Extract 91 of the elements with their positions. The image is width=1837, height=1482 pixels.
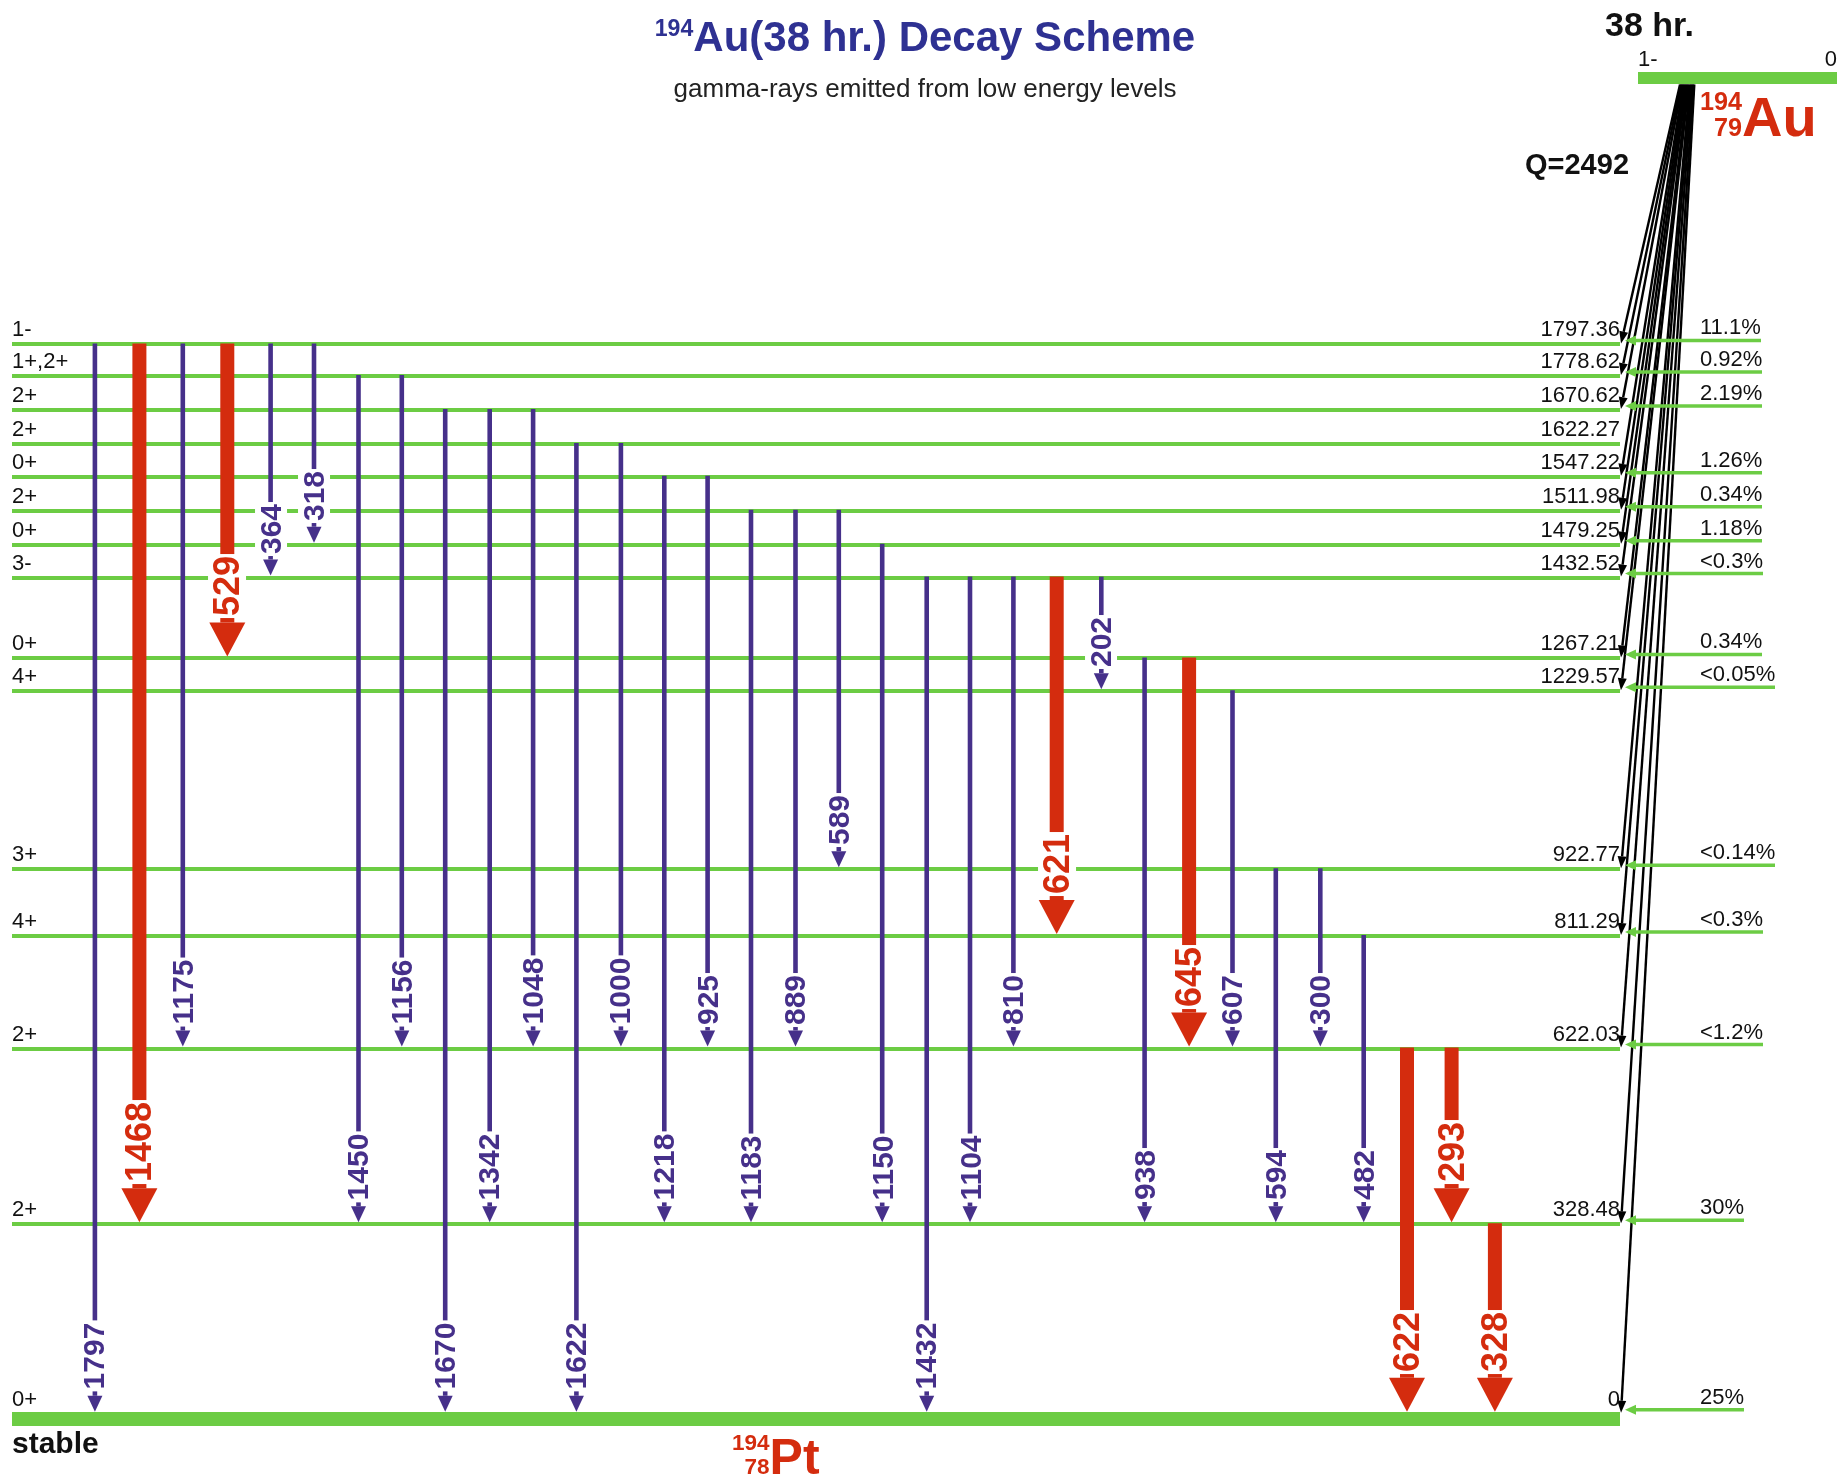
gamma-transition-arrow (1137, 657, 1153, 1223)
stable-label: stable (12, 1426, 99, 1459)
gamma-transition-arrow (568, 443, 584, 1412)
branching-ratio-label: 25% (1700, 1384, 1745, 1409)
gamma-transition-arrow (613, 443, 629, 1047)
energy-label: 1432.52 (1540, 550, 1620, 575)
spin-parity-label: 3+ (12, 842, 38, 867)
gamma-transition-arrow (394, 375, 410, 1047)
pointer-arrow (1625, 467, 1762, 478)
pointer-arrow (1625, 860, 1775, 871)
pointer-arrow (1625, 1404, 1744, 1415)
spin-parity-label: 2+ (12, 1197, 38, 1222)
energy-label: 328.48 (1552, 1197, 1620, 1222)
energy-label: 0 (1607, 1386, 1620, 1411)
gamma-energy-label: 364 (254, 501, 287, 556)
gamma-transition-arrow (919, 576, 935, 1412)
branching-ratio-label: 0.92% (1700, 347, 1763, 372)
branching-ratio-label: 11.1% (1700, 315, 1761, 340)
energy-label: 1797.36 (1540, 317, 1620, 342)
spin-parity-label: 0+ (12, 1386, 38, 1411)
gamma-transition-arrow (874, 543, 890, 1223)
spin-parity-label: 1- (1638, 47, 1658, 72)
spin-parity-label: 4+ (12, 909, 38, 934)
pointer-arrow (1625, 367, 1762, 378)
spin-parity-label: 1- (12, 317, 32, 342)
pointer-arrow (1625, 401, 1762, 411)
gamma-transition-arrow (87, 343, 103, 1412)
spin-parity-label: 3- (12, 550, 32, 575)
energy-label: 0 (1824, 47, 1837, 72)
branching-ratio-label: 30% (1700, 1195, 1745, 1220)
beta-decay-arrow (1617, 84, 1696, 1413)
spin-parity-label: 2+ (12, 1021, 38, 1046)
gamma-transition-arrow (351, 375, 366, 1223)
branching-ratio-label: 2.19% (1700, 381, 1763, 406)
gamma-energy-label: 529 (208, 554, 247, 619)
gamma-energy-label: 202 (1085, 615, 1118, 670)
pointer-arrow (1625, 1215, 1744, 1226)
gamma-transition-arrow (656, 475, 672, 1223)
half-life-label: 38 hr. (1605, 6, 1694, 44)
gamma-transition-arrow (788, 509, 803, 1047)
pointer-arrow (1625, 535, 1762, 546)
spin-parity-label: 0+ (12, 449, 38, 474)
branching-ratio-label: 1.18% (1700, 515, 1763, 540)
gamma-transition-arrow (482, 409, 498, 1223)
diagram-title: $^{194}$Au(38 hr.) Decay Scheme (654, 14, 1196, 61)
branching-ratio-label: <0.05% (1700, 662, 1776, 687)
gamma-transition-arrow (525, 409, 541, 1047)
energy-label: 922.77 (1552, 842, 1620, 867)
spin-parity-label: 4+ (12, 664, 38, 689)
pointer-arrow (1625, 335, 1761, 346)
branching-ratio-label: 1.26% (1700, 447, 1763, 472)
branching-ratio-label: <0.3% (1700, 907, 1763, 932)
gamma-transition-arrow (1005, 576, 1021, 1047)
spin-parity-label: 2+ (12, 417, 38, 441)
pointer-arrow (1625, 927, 1763, 938)
spin-parity-label: 2+ (12, 383, 38, 408)
energy-label: 622.03 (1552, 1021, 1620, 1046)
pointer-arrow (1625, 649, 1762, 660)
gamma-transition-arrow (121, 343, 158, 1223)
branching-ratio-label: <0.3% (1700, 548, 1763, 573)
energy-label: 1778.62 (1540, 349, 1620, 374)
energy-label: 1511.98 (1542, 483, 1620, 508)
diagram-subtitle: gamma-rays emitted from low energy levels (673, 74, 1177, 103)
spin-parity-label: 2+ (12, 483, 38, 508)
gamma-transition-arrow (437, 409, 453, 1412)
energy-label: 1267.21 (1540, 631, 1620, 656)
q-value-label: Q=2492 (1525, 148, 1629, 181)
branching-ratio-label: <0.14% (1700, 840, 1776, 865)
energy-label: 1229.57 (1540, 664, 1620, 689)
pointer-arrow (1625, 501, 1762, 512)
branching-ratio-label: <1.2% (1700, 1019, 1763, 1044)
energy-label: 1622.27 (1540, 417, 1620, 441)
spin-parity-label: 0+ (12, 517, 38, 542)
spin-parity-label: 0+ (12, 631, 38, 656)
energy-label: 811.29 (1554, 909, 1620, 934)
gamma-transition-arrow (700, 475, 716, 1047)
gamma-transition-arrow (962, 576, 978, 1223)
branching-ratio-label: 0.34% (1700, 629, 1763, 654)
pointer-arrow (1625, 682, 1775, 693)
gamma-energy-label: 621 (1037, 832, 1076, 897)
gamma-transition-arrow (175, 343, 191, 1047)
pointer-arrow (1625, 1039, 1763, 1050)
gamma-energy-label: 318 (298, 468, 330, 523)
beta-decay-arrow (1617, 84, 1695, 1224)
pointer-arrow (1625, 568, 1763, 579)
energy-label: 1547.22 (1540, 449, 1620, 474)
branching-ratio-label: 0.34% (1700, 481, 1763, 506)
spin-parity-label: 1+,2+ (12, 349, 69, 374)
gamma-transition-arrow (743, 509, 759, 1223)
energy-label: 1479.25 (1540, 517, 1620, 542)
energy-label: 1670.62 (1540, 383, 1620, 408)
